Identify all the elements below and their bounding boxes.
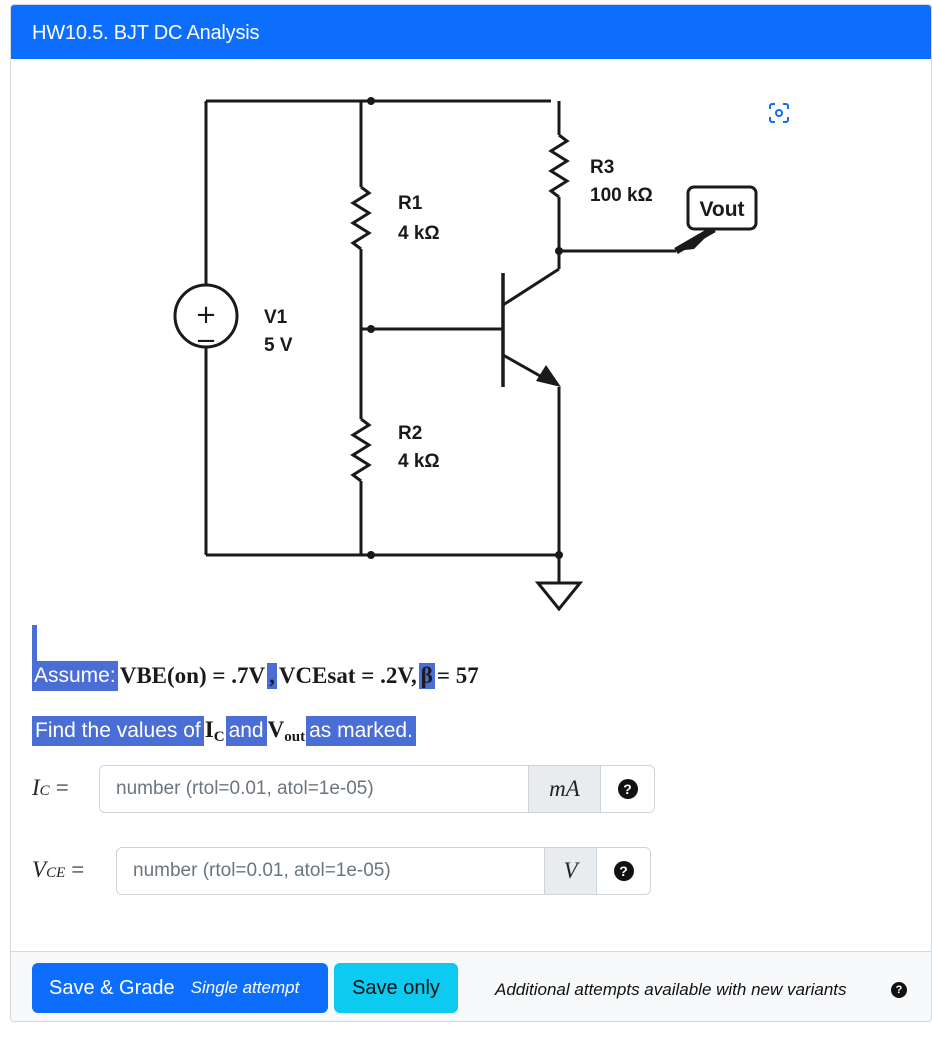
vce-input[interactable] [117, 848, 545, 894]
output-probe-stem [674, 225, 716, 255]
output-label: Vout [699, 198, 744, 221]
vbe-equation: VBE(on) = .7V [119, 663, 266, 688]
circuit-diagram: Vout + − V1 5 V R1 4 kΩ R2 4 kΩ R3 100 k… [173, 97, 758, 612]
vce-answer-label: VCE= [32, 857, 85, 882]
output-probe-box [686, 185, 758, 231]
ground-symbol [534, 581, 584, 612]
node-base [367, 325, 375, 333]
transistor-emitter-arrow [536, 365, 561, 387]
find-prefix: Find the values of [32, 716, 204, 746]
beta-symbol: β [418, 663, 435, 689]
r1-value-label: 4 kΩ [398, 223, 440, 244]
vce-unit-label: V [544, 848, 597, 894]
node-bottom-ground [555, 551, 563, 559]
comma-separator: , [267, 663, 277, 689]
ic-input[interactable] [100, 766, 528, 812]
ic-input-group: mA ? [99, 765, 655, 813]
save-only-button[interactable]: Save only [334, 963, 458, 1013]
question-circle-icon: ? [613, 861, 634, 881]
r3-value-label: 100 kΩ [590, 185, 653, 206]
node-top-r1 [367, 97, 375, 105]
zoom-focus-icon[interactable] [761, 95, 797, 131]
source-plus-sign: + [195, 300, 217, 330]
attempts-note: Additional attempts available with new v… [495, 980, 847, 999]
question-circle-icon[interactable]: ? [891, 982, 907, 998]
node-collector [555, 247, 563, 255]
voltage-source-v1 [173, 283, 239, 349]
ic-answer-label: IC= [32, 775, 69, 800]
question-card: HW10.5. BJT DC Analysis [10, 4, 932, 1022]
single-attempt-label: Single attempt [190, 978, 300, 997]
ic-unit-label: mA [528, 766, 600, 812]
ic-help-button[interactable]: ? [600, 766, 654, 812]
card-footer: Save & Grade Single attempt Save only Ad… [11, 951, 931, 1021]
question-circle-icon: ? [617, 779, 638, 799]
source-minus-sign: − [195, 326, 217, 356]
assume-label: Assume: [32, 661, 118, 691]
card-header: HW10.5. BJT DC Analysis [11, 5, 931, 59]
save-and-grade-label: Save & Grade [49, 976, 175, 999]
question-title: HW10.5. BJT DC Analysis [32, 22, 260, 44]
assumptions-text: Assume: VBE(on) = .7V , VCEsat = .2V, β … [32, 660, 481, 692]
r2-value-label: 4 kΩ [398, 451, 440, 472]
beta-value: = 57 [436, 663, 479, 688]
selection-caret [32, 625, 37, 665]
vcesat-equation: VCEsat = .2V, [278, 663, 417, 688]
resistor-r3 [548, 133, 570, 199]
r2-name-label: R2 [398, 423, 422, 444]
find-suffix: as marked. [306, 716, 416, 746]
vout-symbol: Vout [267, 716, 306, 745]
resistor-r1 [350, 185, 372, 251]
ic-symbol: IC [204, 716, 225, 745]
node-bottom-r2 [367, 551, 375, 559]
r3-name-label: R3 [590, 157, 614, 178]
vce-help-button[interactable]: ? [596, 848, 650, 894]
transistor-collector [502, 267, 560, 307]
v1-name-label: V1 [264, 307, 288, 328]
resistor-r2 [350, 417, 372, 483]
and-word: and [225, 716, 267, 746]
find-instruction: Find the values of IC and Vout as marked… [32, 715, 416, 747]
vce-input-group: V ? [116, 847, 651, 895]
r1-name-label: R1 [398, 193, 423, 214]
save-and-grade-button[interactable]: Save & Grade Single attempt [32, 963, 328, 1013]
v1-value-label: 5 V [264, 335, 293, 356]
